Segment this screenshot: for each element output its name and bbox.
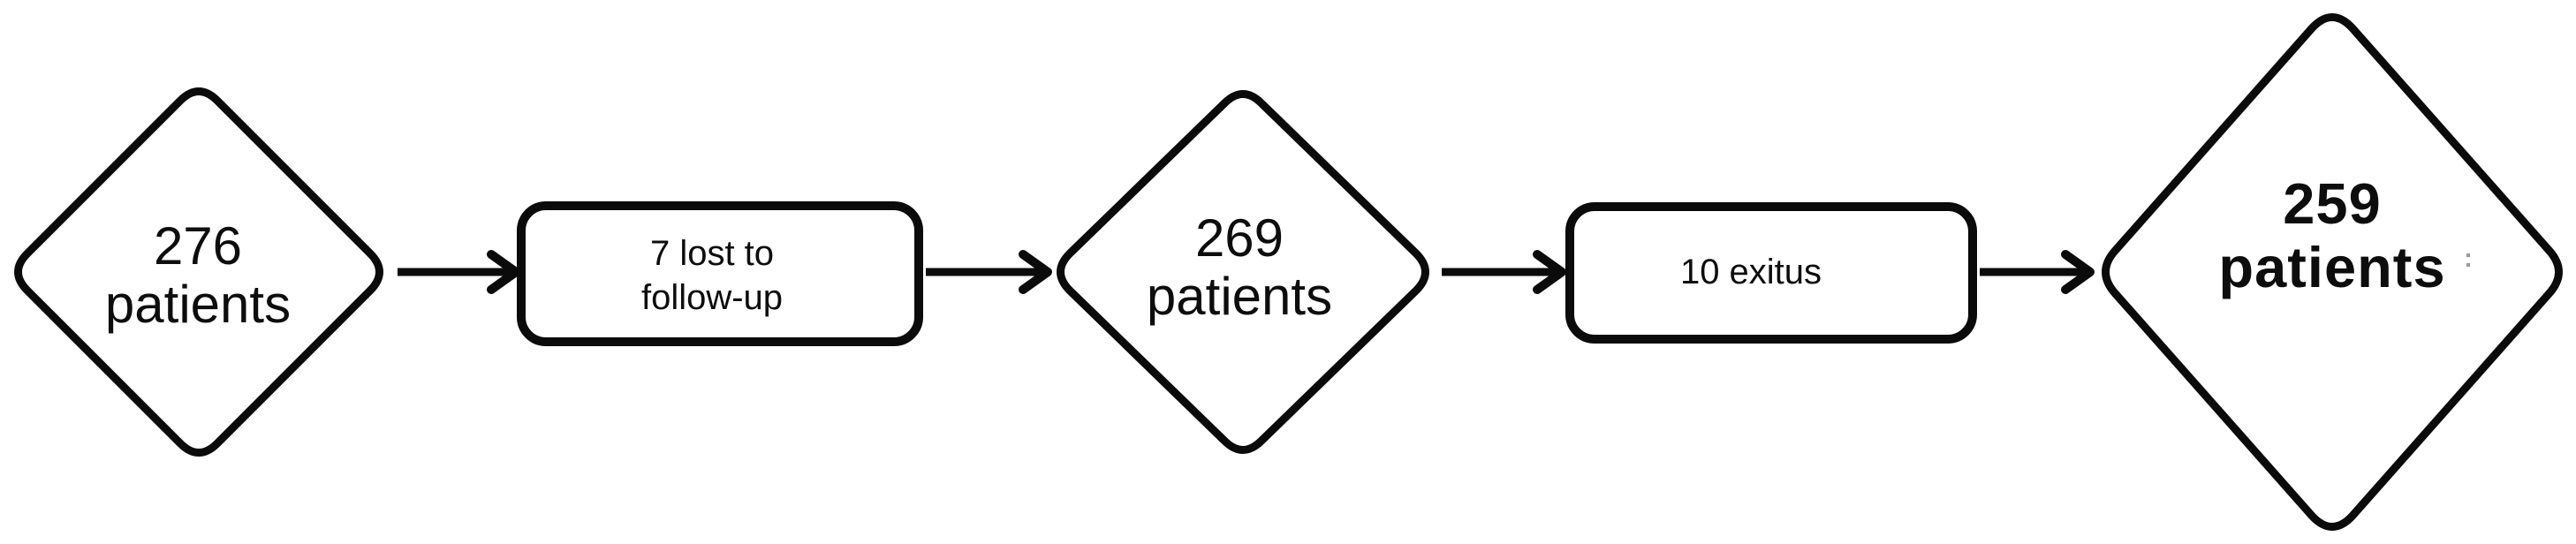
start-diamond-shape [14,87,383,457]
exitus-label: 10 exitus [1680,250,1822,294]
exitus-box-shape [1565,202,1977,344]
patient-count-unit: patients [1146,267,1333,326]
middle-diamond-label: 269 patients [1147,209,1332,326]
patient-count-unit: patients [104,275,292,334]
arrow-head-icon [487,250,520,294]
lost-to-follow-up-label: 7 lost to follow-up [641,231,783,320]
arrow-head-icon [2061,250,2095,294]
final-diamond-label: 259 patients [2218,172,2445,299]
final-diamond-shape [2102,13,2563,531]
patient-count: 269 [1194,208,1284,268]
exclusion-line: 7 lost to [649,234,775,273]
arrow-lost-to-mid [926,250,1052,294]
arrow-head-icon [1533,250,1566,294]
start-diamond-label: 276 patients [105,217,291,334]
middle-diamond-shape [1057,90,1429,454]
arrow-exitus-to-end [1980,250,2095,294]
arrow-mid-to-exitus [1442,250,1566,294]
stray-mark: : [2464,244,2473,273]
patient-count: 276 [153,216,243,276]
arrow-start-to-lost [398,250,520,294]
patient-count-unit: patients [2218,235,2446,299]
exclusion-line: 10 exitus [1679,253,1822,291]
exclusion-line: follow-up [640,278,784,317]
patient-count: 259 [2283,171,2382,236]
arrow-head-icon [1019,250,1052,294]
lost-to-follow-up-box-shape [517,201,923,346]
